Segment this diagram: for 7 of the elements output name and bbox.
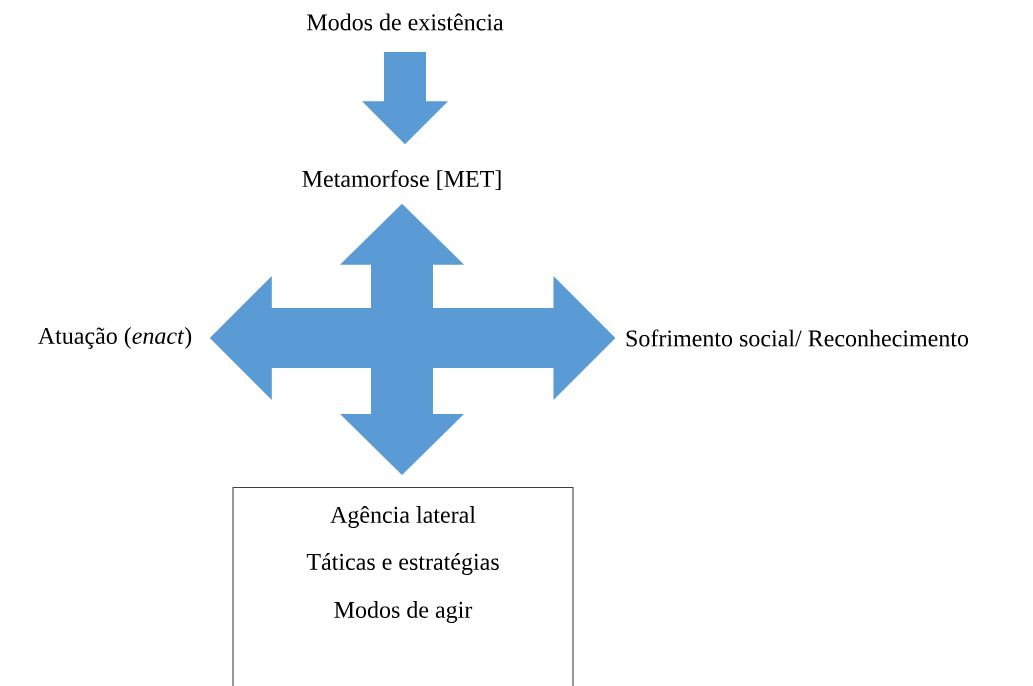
block-arrow [362, 52, 448, 145]
label-text: Modos de existência [307, 13, 504, 31]
label-text: Atuação (enact) [38, 327, 192, 349]
label-text: Metamorfose [MET] [302, 169, 501, 191]
label-text: Sofrimento social/ Reconhecimento [626, 329, 969, 347]
block-arrow [209, 276, 616, 400]
text-box: Agência lateral Táticas e estratégias Modos de agir [232, 487, 574, 686]
